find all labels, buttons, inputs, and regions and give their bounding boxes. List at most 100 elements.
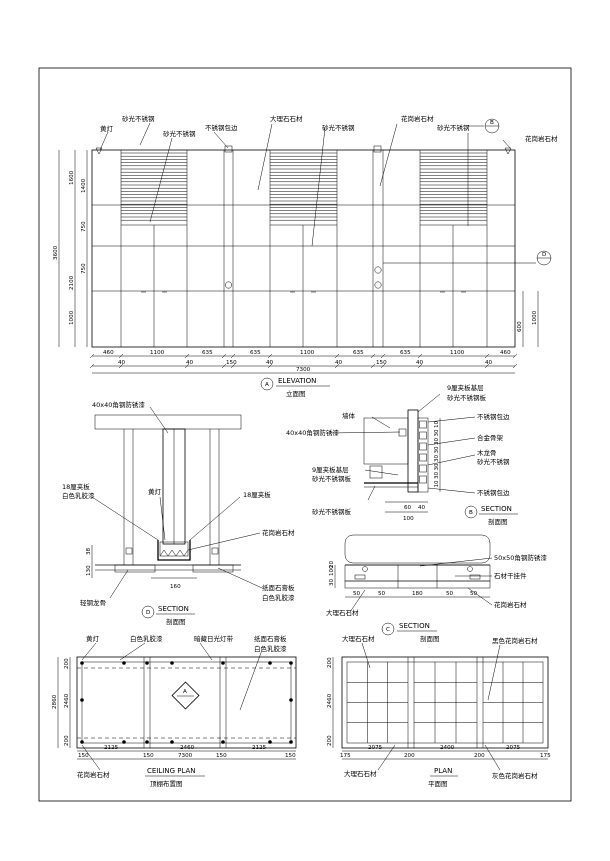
- cp-dim-mid: 2460: [64, 693, 70, 708]
- elev-dim-row2: 40: [335, 360, 343, 366]
- cp-dim-row1: 2460: [180, 745, 195, 751]
- cp-dim-row2: 150: [216, 753, 227, 759]
- plan-callout-black-granite: 黑色花岗岩石材: [492, 636, 538, 645]
- cp-callout-fluorescent: 暗藏日光灯带: [194, 634, 234, 643]
- section-d-marker: D: [146, 610, 150, 616]
- b-dim-right: 30: [434, 471, 440, 479]
- elev-dim-row2: 40: [485, 360, 493, 366]
- b-callout-ss-wrap: 不锈钢包边: [477, 412, 510, 421]
- section-b-title-cn: 剖面图: [488, 517, 508, 526]
- c-callout-hanger: 石材干挂件: [494, 571, 527, 580]
- elevation-marker: A: [265, 382, 269, 388]
- elev-dim-row2: 40: [266, 360, 274, 366]
- b-dim-right: 10: [434, 480, 440, 488]
- c-dim-bottom: 180: [412, 591, 423, 597]
- d-callout-plywood-left: 18厘夹板: [62, 482, 90, 491]
- cp-dim-top: 200: [64, 658, 70, 669]
- dim-right-a: 600: [517, 321, 523, 332]
- section-c-title-cn: 剖面图: [420, 634, 440, 643]
- b-dim-right: 30: [434, 454, 440, 462]
- plan-dim-left: 2460: [327, 693, 333, 708]
- section-marker-d: D: [542, 252, 546, 258]
- plan-callout-marble-bottom: 大理石石材: [344, 769, 377, 778]
- elev-dim-row2: 40: [416, 360, 424, 366]
- callout-satin-ss-4: 砂光不锈钢: [437, 123, 470, 132]
- elev-dim-row1: 635: [250, 350, 261, 356]
- b-dim-b: 40: [418, 505, 426, 511]
- b-dim-right: 30: [434, 446, 440, 454]
- elev-dim-row2: 40: [186, 360, 194, 366]
- plan-dim-row1: 2400: [440, 745, 455, 751]
- c-dim-bottom: 50: [446, 591, 454, 597]
- plan-dim-row2: 200: [474, 753, 485, 759]
- d-callout-latex-right: 白色乳胶漆: [262, 593, 295, 602]
- callout-granite-2: 花岗岩石材: [525, 134, 558, 143]
- dim-bottom: 1000: [69, 310, 75, 325]
- b-callout-wall: 墙体: [342, 411, 356, 420]
- elev-dim-row1: 1100: [300, 350, 315, 356]
- c-dim-left: 100: [329, 565, 335, 576]
- cp-dim-row1: 2125: [104, 745, 119, 751]
- ceiling-plan-title-cn: 顶棚布置图: [150, 779, 183, 788]
- cp-callout-granite: 花岗岩石材: [77, 770, 110, 779]
- c-dim-bottom: 50: [353, 591, 361, 597]
- d-dim-a: 38: [86, 547, 92, 555]
- cp-dim-total: 2860: [52, 694, 58, 709]
- b-callout-base: 9厘夹板基层: [447, 383, 484, 392]
- d-callout-angle-steel: 40x40角钢防锈漆: [92, 400, 145, 409]
- d-dim-width: 160: [170, 584, 181, 590]
- b-callout-satin2: 砂光不锈钢板: [312, 474, 352, 483]
- b-dim-right: 30: [434, 437, 440, 445]
- d-callout-gypsum: 纸面石膏板: [262, 583, 295, 592]
- plan-callout-marble-top: 大理石石材: [342, 634, 375, 643]
- cp-callout-latex: 白色乳胶漆: [130, 634, 163, 643]
- b-dim-right: 30: [434, 429, 440, 437]
- cp-dim-bottom: 200: [64, 735, 70, 746]
- louvre-panels: [121, 152, 487, 221]
- plan-dim-row1: 2075: [368, 745, 383, 751]
- b-callout-ss-wrap2: 不锈钢包边: [477, 488, 510, 497]
- b-callout-satin-ss: 砂光不锈钢: [477, 457, 510, 466]
- dim-total-width: 7300: [296, 367, 311, 373]
- section-b-marker: B: [469, 510, 473, 516]
- elevation-title: ELEVATION: [278, 377, 316, 385]
- section-c-marker: C: [386, 627, 390, 633]
- callout-ss-wrap: 不锈钢包边: [205, 123, 238, 132]
- callout-satin-ss-3: 砂光不锈钢: [322, 123, 355, 132]
- elevation-view: 黄灯 砂光不锈钢 砂光不锈钢 不锈钢包边 大理石石材 砂光不锈钢 花岗岩石材 砂…: [53, 114, 558, 398]
- plan-dim-row2: 200: [404, 753, 415, 759]
- d-callout-lamp: 黄灯: [148, 487, 162, 496]
- b-callout-wood-keel: 木龙骨: [477, 448, 497, 457]
- b-callout-angle: 40x40角钢防锈漆: [286, 428, 339, 437]
- cp-dim-row2: 7300: [178, 753, 193, 759]
- d-callout-granite: 花岗岩石材: [262, 528, 295, 537]
- section-d-title: SECTION: [158, 605, 189, 613]
- c-dim-bottom: 50: [470, 591, 478, 597]
- section-b-view: 9厘夹板基层 砂光不锈钢板 墙体 不锈钢包边 40x40角钢防锈漆 合金骨架 木…: [286, 383, 518, 526]
- sheet-frame: [38, 67, 572, 802]
- section-d-view: 40x40角钢防锈漆 18厘夹板 白色乳胶漆 黄灯 18厘夹板 花岗岩石材 纸面…: [62, 400, 295, 626]
- plan-dim-left: 200: [327, 657, 333, 668]
- elev-dim-row1: 1100: [150, 350, 165, 356]
- ceiling-marker: A: [183, 689, 187, 695]
- elev-dim-row1: 635: [202, 350, 213, 356]
- elev-dim-row2: 150: [376, 360, 387, 366]
- c-callout-angle: 50x50角钢防锈漆: [494, 553, 547, 562]
- plan-title-cn: 平面图: [428, 780, 448, 788]
- elev-dim-row1: 460: [103, 350, 114, 356]
- elev-dim-row2: 150: [226, 360, 237, 366]
- plan-dim-left: 200: [327, 735, 333, 746]
- section-c-title: SECTION: [399, 622, 430, 630]
- plan-dim-row2: 175: [540, 753, 551, 759]
- dim-b: 750: [81, 263, 87, 274]
- elev-dim-row1: 635: [400, 350, 411, 356]
- b-callout-alloy-keel: 合金骨架: [477, 433, 504, 442]
- cp-dim-row2: 150: [78, 753, 89, 759]
- d-callout-latex-left: 白色乳胶漆: [62, 491, 95, 500]
- callout-satin-ss-2: 砂光不锈钢: [163, 129, 196, 138]
- plan-dim-row2: 175: [340, 753, 351, 759]
- plan-callout-grey-granite: 灰色花岗岩石材: [492, 771, 538, 780]
- plan-title: PLAN: [434, 767, 452, 775]
